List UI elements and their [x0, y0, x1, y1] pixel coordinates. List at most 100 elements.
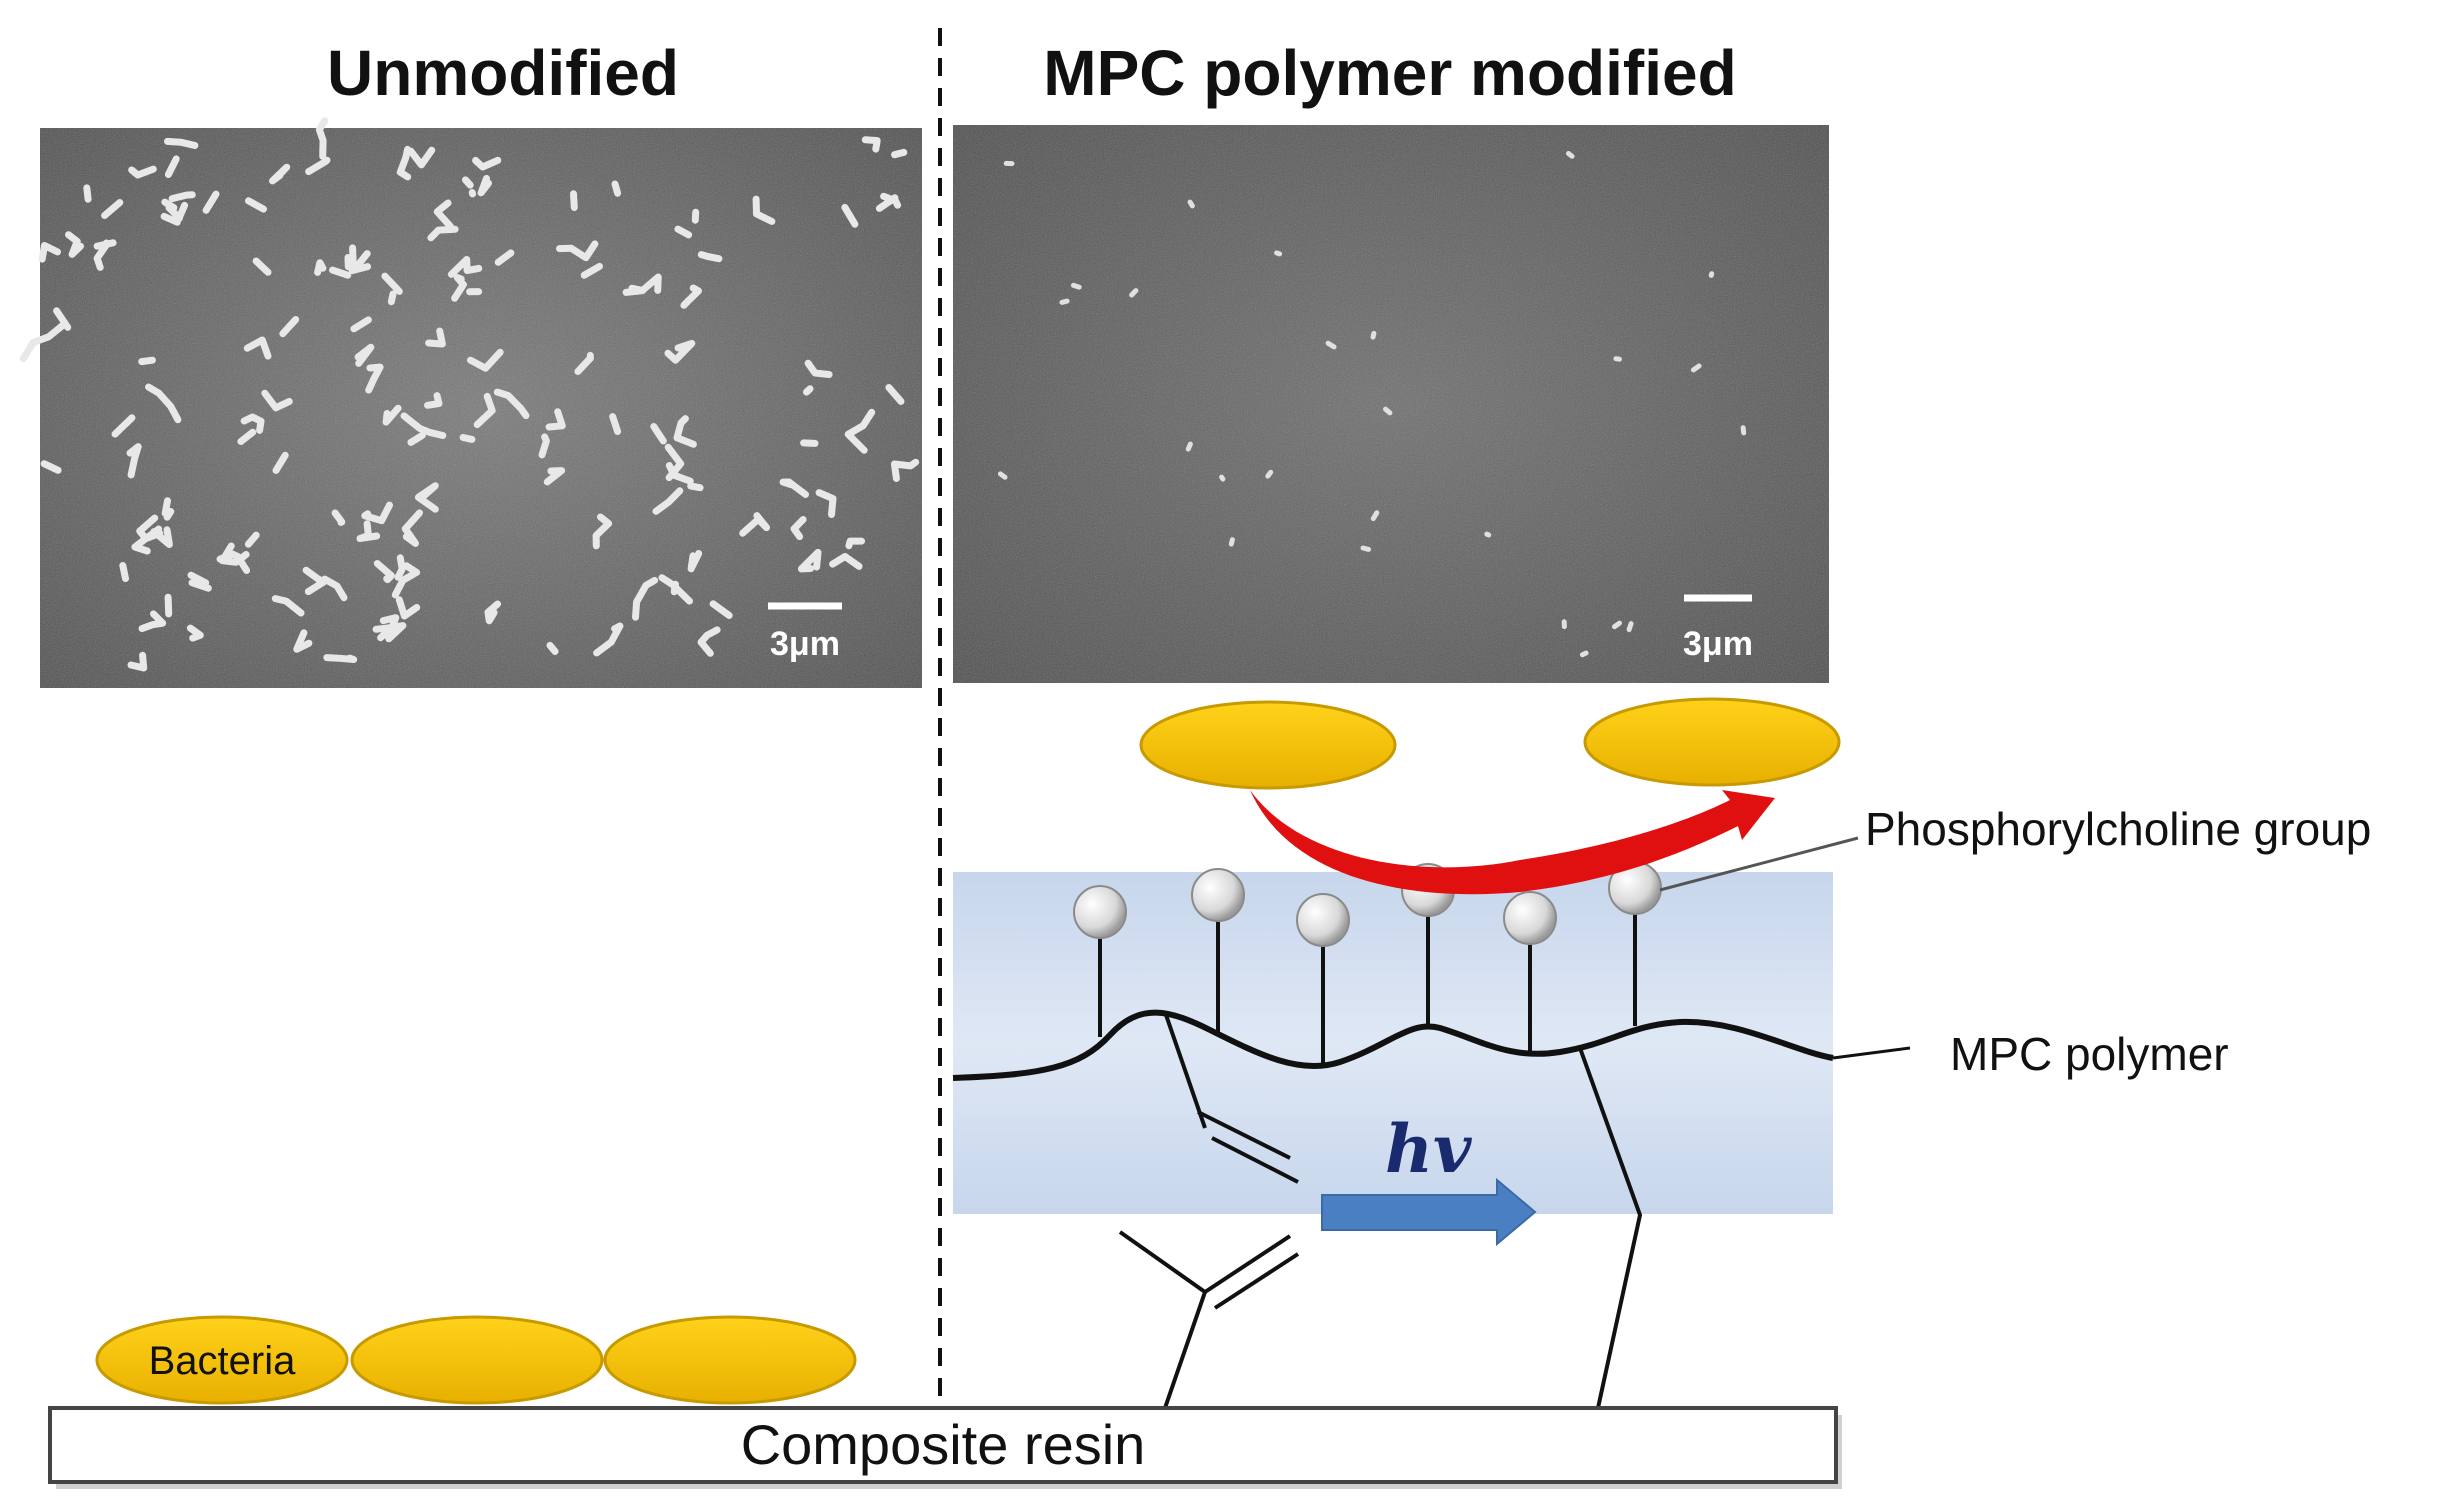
- adhered-bacterium-speck: [243, 336, 272, 360]
- adhered-bacterium-speck: [111, 414, 136, 438]
- adhered-bacterium-speck: [407, 431, 426, 446]
- adhered-bacterium-speck: [354, 343, 375, 367]
- adhered-bacterium-speck: [131, 525, 163, 555]
- bacteria-label: Bacteria: [149, 1339, 296, 1383]
- adhered-bacterium-speck: [493, 388, 530, 420]
- adhered-bacterium-speck: [323, 654, 358, 663]
- adhered-bacterium-speck: [240, 413, 265, 434]
- sparse-speck: [1579, 650, 1589, 658]
- adhered-bacterium-speck: [279, 316, 300, 338]
- adhered-bacterium-speck: [885, 384, 905, 405]
- adhered-bacterium-speck: [187, 571, 210, 587]
- adhered-bacterium-speck: [779, 478, 809, 498]
- adhered-bacterium-speck: [570, 190, 578, 211]
- adhered-bacterium-speck: [329, 266, 352, 279]
- adhered-bacterium-speck: [546, 641, 559, 655]
- adhered-bacterium-speck: [890, 458, 920, 482]
- adhered-bacterium-speck: [628, 273, 662, 294]
- adhered-bacterium-speck: [272, 451, 289, 474]
- adhered-bacterium-speck: [538, 433, 550, 459]
- adhered-bacterium-speck: [664, 339, 696, 364]
- sparse-speck: [1383, 406, 1393, 416]
- sparse-speck: [1484, 531, 1492, 538]
- adhered-bacterium-speck: [739, 512, 770, 537]
- sparse-speck: [1740, 425, 1747, 436]
- adhered-bacterium-speck: [425, 327, 446, 348]
- adhered-bacterium-speck: [543, 467, 566, 486]
- phosphorylcholine-ball: [1073, 885, 1127, 939]
- sem-image-modified: 3μm: [953, 125, 1829, 683]
- adhered-bacterium-speck: [447, 256, 483, 278]
- adhered-bacterium-speck: [138, 610, 167, 633]
- adhered-bacterium-speck: [373, 560, 395, 584]
- adhered-bacterium-speck: [261, 389, 293, 412]
- mpc-polymer-label: MPC polymer: [1950, 1028, 2229, 1080]
- adhered-bacterium-speck: [269, 163, 291, 185]
- adhered-bacterium-speck: [293, 629, 313, 653]
- phosphorylcholine-ball: [1296, 893, 1350, 947]
- adhered-bacterium-speck: [93, 239, 111, 271]
- adhered-bacterium-speck: [815, 489, 837, 518]
- adhered-bacterium-speck: [472, 156, 502, 171]
- phosphorylcholine-callout-line: [1659, 836, 1859, 892]
- adhered-bacterium-speck: [245, 197, 267, 213]
- sparse-speck: [1059, 298, 1070, 305]
- adhered-bacterium-speck: [164, 137, 199, 149]
- adhered-bacterium-speck: [891, 148, 908, 159]
- sparse-speck: [1370, 510, 1380, 522]
- adhered-bacterium-speck: [697, 251, 723, 263]
- adhered-bacterium-speck: [145, 383, 182, 424]
- adhered-bacterium-speck: [611, 180, 622, 197]
- adhered-bacterium-speck: [216, 550, 251, 574]
- bacterium: [603, 1315, 857, 1405]
- adhered-bacterium-speck: [344, 254, 372, 275]
- adhered-bacterium-speck: [697, 626, 721, 657]
- adhered-bacterium-speck: [396, 145, 412, 181]
- sparse-speck: [1612, 620, 1622, 630]
- adhered-bacterium-speck: [484, 600, 502, 625]
- adhered-bacterium-speck: [407, 146, 436, 169]
- sparse-speck: [1566, 151, 1575, 159]
- adhered-bacterium-speck: [365, 363, 384, 394]
- adhered-bacterium-speck: [119, 562, 129, 583]
- sparse-speck: [1708, 271, 1715, 278]
- sparse-speck: [1613, 356, 1622, 362]
- scale-label-right: 3μm: [1683, 625, 1753, 663]
- adhered-bacterium-speck: [462, 176, 474, 189]
- sparse-speck: [1219, 474, 1226, 482]
- repel-arrow: [1250, 790, 1775, 895]
- adhered-bacterium-speck: [592, 513, 613, 550]
- adhered-bacterium-speck: [186, 624, 204, 642]
- adhered-bacterium-speck: [382, 404, 402, 426]
- hv-label: hv: [1385, 1110, 1472, 1188]
- adhered-bacterium-speck: [168, 191, 196, 203]
- sparse-speck: [1325, 340, 1337, 350]
- adhered-bacterium-speck: [709, 600, 733, 619]
- adhered-bacterium-speck: [467, 348, 504, 372]
- repelled-bacteria: [1139, 697, 1841, 790]
- adhered-bacterium-speck: [797, 548, 822, 573]
- scale-label-left: 3μm: [770, 625, 840, 663]
- adhered-bacterium-speck: [394, 554, 406, 581]
- adhered-bacterium-speck: [804, 359, 833, 378]
- adhered-bacterium-speck: [65, 231, 84, 258]
- adhered-bacterium-speck: [652, 487, 684, 515]
- adhered-bacterium-speck: [477, 174, 492, 197]
- adhered-bacterium-speck: [372, 622, 407, 643]
- sparse-speck: [1626, 621, 1634, 633]
- phosphorylcholine-label: Phosphorylcholine group: [1865, 803, 2371, 855]
- adhered-bacterium-speck: [401, 509, 423, 547]
- adhered-bacterium-speck: [752, 195, 776, 225]
- adhered-bacterium-speck: [271, 595, 305, 617]
- adhered-bacterium-speck: [381, 272, 403, 295]
- adhered-bacterium-speck: [880, 192, 902, 209]
- adhered-bacteria: [95, 1315, 857, 1405]
- sparse-speck: [1129, 288, 1139, 298]
- adhered-bacterium-speck: [126, 443, 142, 479]
- sparse-speck: [1360, 545, 1372, 552]
- adhered-bacterium-speck: [451, 274, 467, 302]
- adhered-bacterium-speck: [331, 509, 346, 526]
- adhered-bacterium-speck: [138, 356, 156, 366]
- phosphorylcholine-ball: [1503, 891, 1557, 945]
